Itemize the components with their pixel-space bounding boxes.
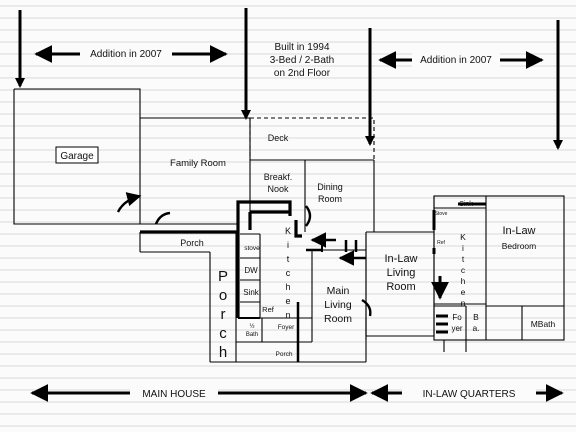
addition-left-label: Addition in 2007 [90,49,162,60]
porch-upper-label: Porch [180,238,204,248]
sink-label: Sink [243,288,260,297]
inlaw-living-label-3: Room [386,281,415,293]
inlaw-bedroom-label-1: In-Law [502,225,535,237]
half-bath-label-2: Bath [246,332,258,338]
bed-bath-label: 3-Bed / 2-Bath [270,55,334,66]
stove-label: stove [244,245,260,252]
addition-right-label: Addition in 2007 [420,55,492,66]
main-living-label-3: Room [324,313,352,325]
main-living-label-2: Living [324,299,352,311]
inner-arrows [310,232,366,266]
dining-room-label-2: Room [318,194,342,204]
built-1994-label: Built in 1994 [274,42,329,53]
master-bath-label: MBath [531,319,556,329]
breakfast-nook-label-2: Nook [267,184,289,194]
inlaw-living-label-2: Living [387,267,416,279]
family-room-label: Family Room [170,158,226,169]
footer-annotations: MAIN HOUSE IN-LAW QUARTERS [30,384,564,402]
garage-label: Garage [60,151,94,162]
inlaw-bath-label-1: B [473,312,479,322]
inlaw-heavy-walls [432,202,486,334]
kitchen-label: Kitchen [283,226,293,324]
second-floor-label: on 2nd Floor [274,68,331,79]
inlaw-sink-label: Sink [459,201,473,208]
main-house-label: MAIN HOUSE [142,389,206,400]
inlaw-stove-label: Stove [435,211,448,217]
porch-lower-label: Porch [276,351,293,358]
inlaw-foyer-label-2: yer [451,324,462,333]
main-house-walls [13,88,375,363]
deck-label: Deck [268,133,289,143]
dining-room-label-1: Dining [317,182,343,192]
garage-label-box [55,146,99,164]
inlaw-foyer-label-1: Fo [452,313,462,322]
inlaw-bedroom-label-2: Bedroom [502,241,537,251]
boundary-arrows [14,8,564,151]
inlaw-kitchen-label: Kitchen [458,232,468,309]
breakfast-nook-label-1: Breakf. [264,172,293,182]
inlaw-quarters-label: IN-LAW QUARTERS [423,389,516,400]
heavy-walls [140,200,358,362]
half-bath-label-1: ½ [249,323,254,330]
inlaw-walls [365,195,565,352]
porch-vertical-label: Porch [215,268,232,363]
inlaw-bath-label-2: a. [472,323,479,333]
foyer-label: Foyer [278,324,295,331]
inlaw-living-label-1: In-Law [384,253,417,265]
header-annotations: Addition in 2007 Built in 1994 3-Bed / 2… [34,42,544,79]
room-labels: Garage Family Room Deck Breakf. Nook Din… [55,133,556,363]
main-living-label-1: Main [327,285,350,297]
ref-label: Ref [262,305,275,314]
inlaw-ref-label: Ref [437,240,445,246]
door-swings [116,192,372,317]
ruled-paper-lines [0,5,576,427]
dw-label: DW [244,266,258,275]
